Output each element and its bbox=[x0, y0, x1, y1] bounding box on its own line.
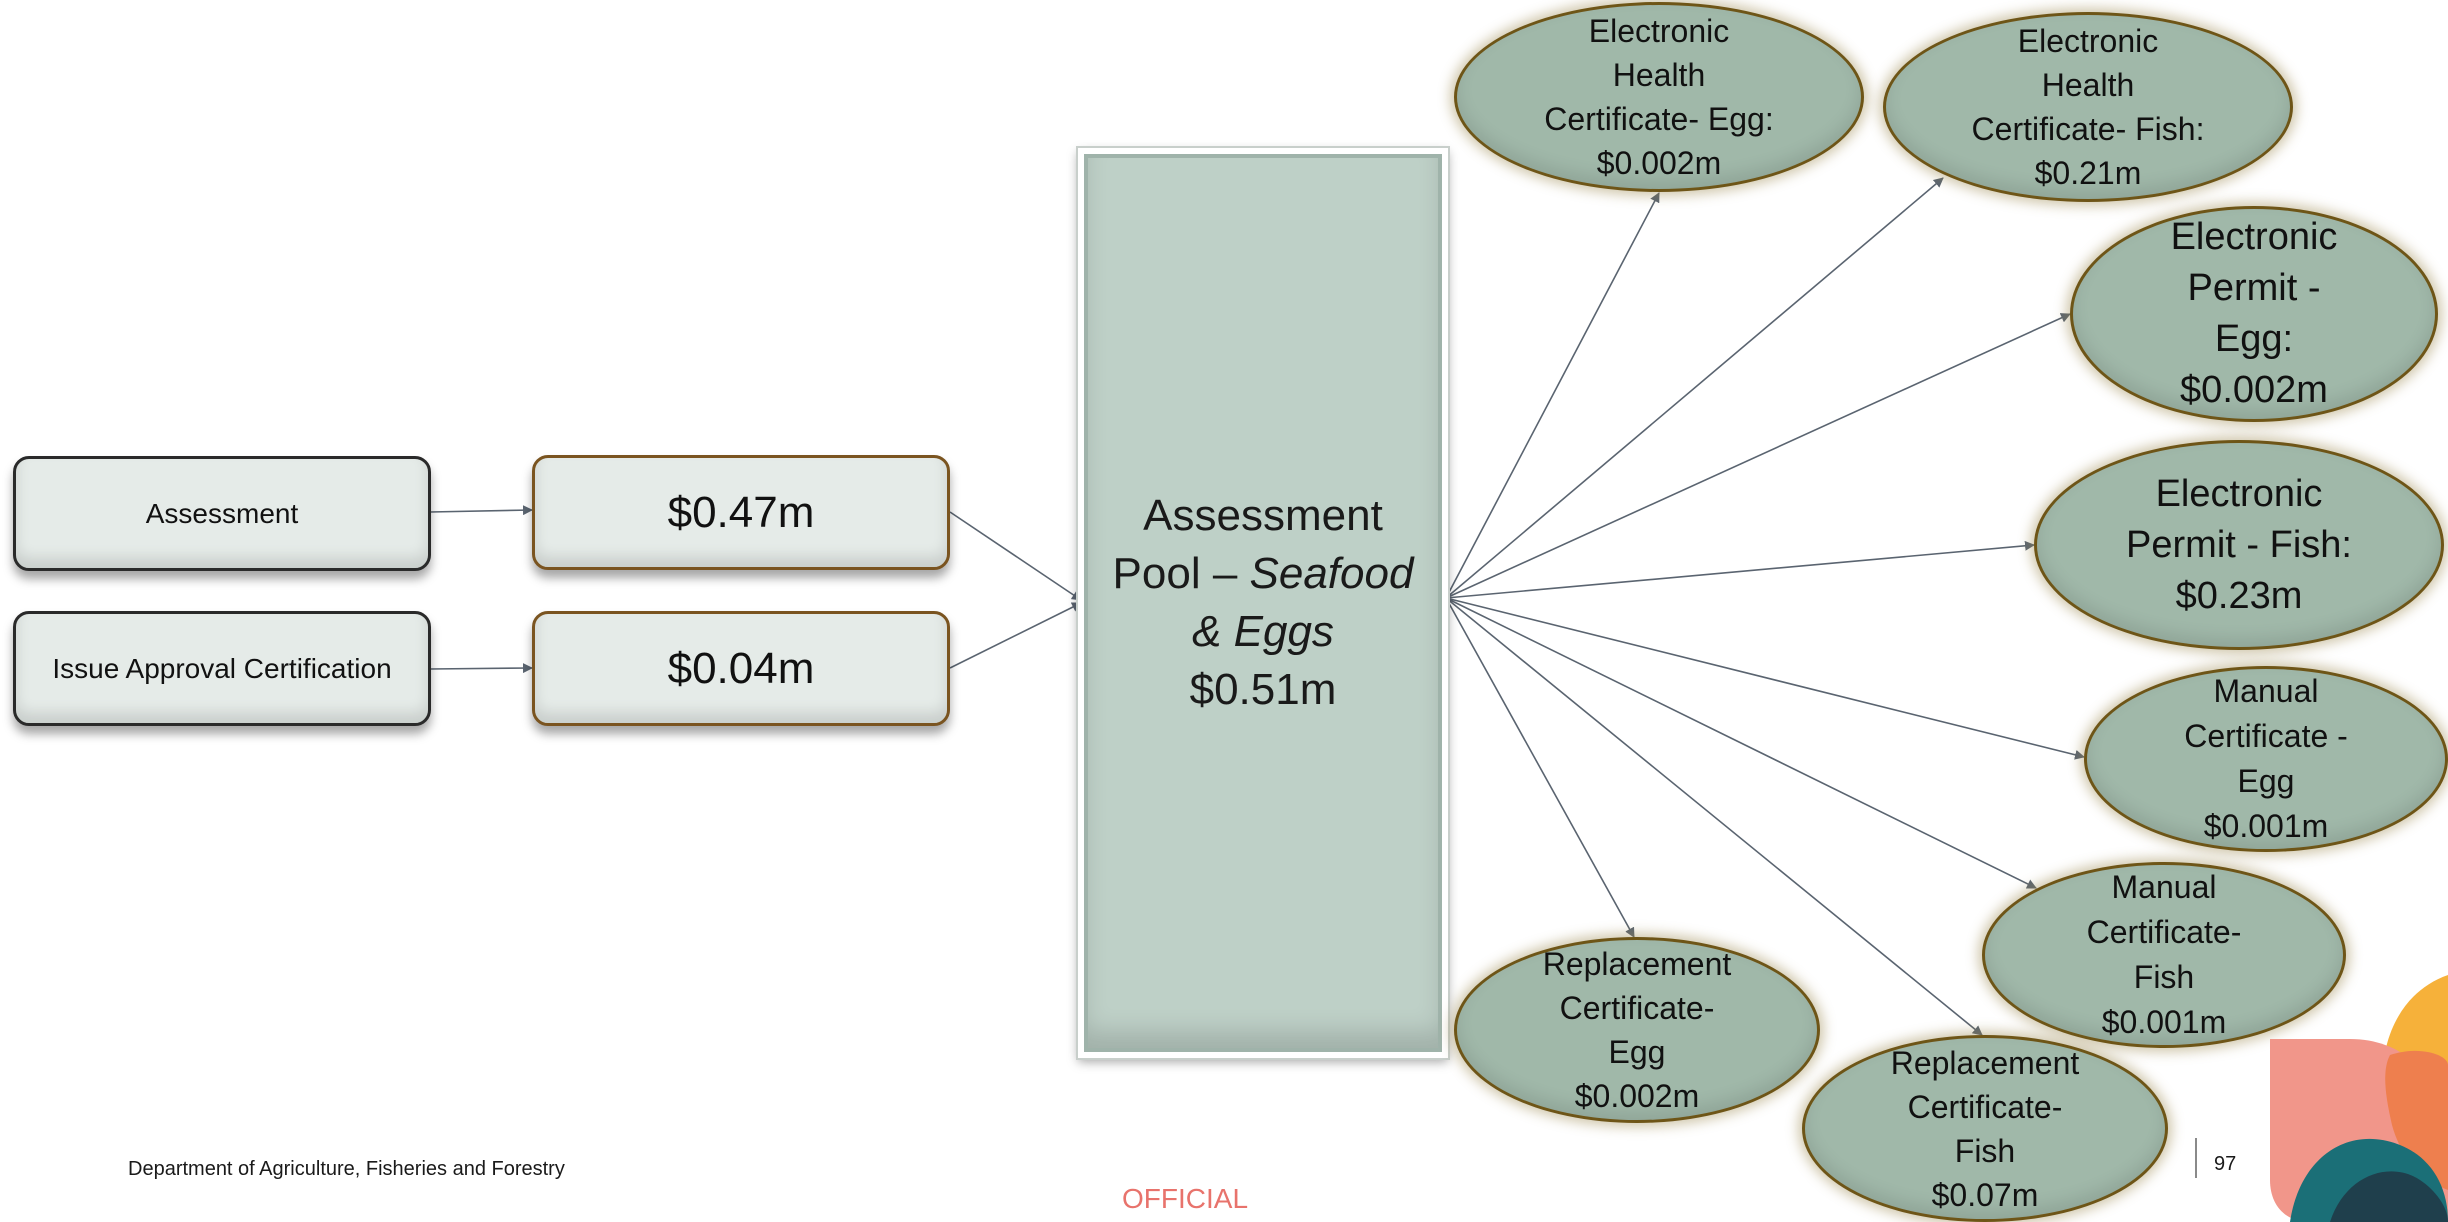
connector-manual-fish bbox=[1445, 597, 2037, 889]
deco-orange-overlap bbox=[2385, 1050, 2448, 1190]
activity-issue-approval: Issue Approval Certification bbox=[13, 611, 431, 726]
connector-ehc-egg bbox=[1445, 192, 1660, 599]
output-replacement-fish-l3: Fish bbox=[1954, 1132, 2016, 1169]
output-replacement-egg-l1: Replacement bbox=[1542, 946, 1732, 982]
output-replacement-egg-l4: $0.002m bbox=[1574, 1078, 1700, 1114]
pool-line-4: $0.51m bbox=[1189, 665, 1337, 714]
pool-line-3-italic: & Eggs bbox=[1192, 607, 1334, 656]
output-replacement-fish-l1: Replacement bbox=[1890, 1044, 2080, 1081]
output-manual-fish-l3: Fish bbox=[2133, 959, 2195, 995]
classification-label: OFFICIAL bbox=[1122, 1183, 1249, 1214]
decorative-corner-shapes bbox=[2270, 975, 2448, 1222]
connector-cost-assessment bbox=[949, 511, 1082, 601]
assessment-pool: Assessment Pool – Seafood & Eggs $0.51m bbox=[1076, 146, 1450, 1060]
pool-line-2: Pool – Seafood bbox=[1113, 545, 1414, 603]
output-permit-egg-l4: $0.002m bbox=[2180, 369, 2328, 411]
connector-issue bbox=[429, 663, 533, 674]
connector-permit-fish bbox=[1445, 540, 2035, 599]
output-ehc-fish-l1: Electronic bbox=[2017, 23, 2159, 59]
connector-permit-egg bbox=[1445, 313, 2071, 599]
page-number: 97 bbox=[2214, 1153, 2237, 1175]
cost-issue-approval: $0.04m bbox=[532, 611, 950, 726]
output-manual-egg-l2: Certificate - bbox=[2184, 718, 2348, 754]
connector-replace-egg bbox=[1445, 597, 1635, 938]
output-ehc-fish-l4: $0.21m bbox=[2034, 155, 2142, 191]
activity-assessment-label: Assessment bbox=[145, 497, 299, 529]
output-permit-egg-l2: Permit - bbox=[2187, 267, 2321, 309]
output-replacement-fish-l4: $0.07m bbox=[1931, 1176, 2039, 1213]
output-manual-egg-l3: Egg bbox=[2237, 763, 2295, 799]
page-number-divider bbox=[2195, 1138, 2197, 1178]
output-ehc-fish-l3: Certificate- Fish: bbox=[1971, 111, 2205, 147]
connector-manual-egg bbox=[1445, 597, 2085, 760]
output-replacement-egg-l3: Egg bbox=[1608, 1034, 1666, 1070]
cost-assessment-value: $0.47m bbox=[667, 487, 815, 537]
footer-department: Department of Agriculture, Fisheries and… bbox=[128, 1158, 565, 1180]
deco-dark-shape bbox=[2330, 1171, 2448, 1222]
connector-cost-issue bbox=[949, 602, 1082, 669]
output-manual-fish-l1: Manual bbox=[2111, 869, 2217, 905]
output-manual-fish-l2: Certificate- bbox=[2086, 914, 2242, 950]
activity-assessment: Assessment bbox=[13, 456, 431, 571]
output-manual-fish-l4: $0.001m bbox=[2101, 1004, 2227, 1040]
pool-line-3: & Eggs bbox=[1113, 603, 1414, 661]
output-permit-fish-l1: Electronic bbox=[2155, 472, 2323, 515]
cost-assessment: $0.47m bbox=[532, 455, 950, 570]
activity-issue-approval-label: Issue Approval Certification bbox=[52, 652, 392, 684]
output-replacement-fish-l2: Certificate- bbox=[1907, 1088, 2063, 1125]
connector-ehc-fish bbox=[1445, 177, 1944, 599]
output-permit-egg-l3: Egg: bbox=[2214, 318, 2294, 360]
assessment-pool-text: Assessment Pool – Seafood & Eggs $0.51m bbox=[1113, 487, 1414, 719]
connector-assessment bbox=[429, 505, 533, 516]
cost-issue-approval-value: $0.04m bbox=[667, 643, 815, 693]
output-ehc-egg-l4: $0.002m bbox=[1596, 145, 1722, 181]
output-permit-egg-l1: Electronic bbox=[2170, 216, 2338, 258]
output-permit-fish-l2: Permit - Fish: bbox=[2126, 523, 2352, 566]
output-manual-egg-l4: $0.001m bbox=[2203, 808, 2329, 844]
pool-line-2-italic: Seafood bbox=[1249, 549, 1414, 598]
output-permit-fish-l3: $0.23m bbox=[2175, 574, 2303, 617]
output-replacement-egg-l2: Certificate- bbox=[1559, 990, 1715, 1026]
output-manual-egg-l1: Manual bbox=[2213, 673, 2319, 709]
pool-line-1: Assessment bbox=[1143, 491, 1383, 540]
output-ehc-egg-l3: Certificate- Egg: bbox=[1544, 101, 1774, 137]
output-ehc-egg-l2: Health bbox=[1612, 57, 1706, 93]
pool-line-2-prefix: Pool – bbox=[1112, 549, 1250, 598]
output-ehc-fish-l2: Health bbox=[2041, 67, 2135, 103]
output-ehc-egg-l1: Electronic bbox=[1588, 13, 1730, 49]
